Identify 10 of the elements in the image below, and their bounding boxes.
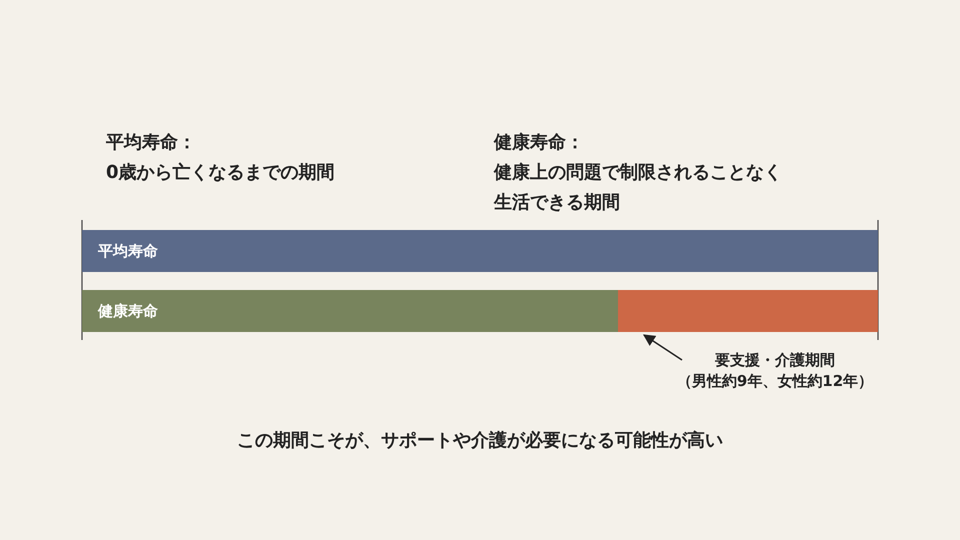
conclusion-text: この期間こそが、サポートや介護が必要になる可能性が高い [236,429,724,452]
definition-text: 0歳から亡くなるまでの期間 [106,161,336,185]
arrow [643,334,682,361]
lifespan-bar: 健康寿命 [82,290,618,332]
callout-text: 要支援・介護期間 （男性約9年、女性約12年） [660,350,890,396]
definition-text: 健康上の問題で制限されることなく生活できる期間 [494,161,783,215]
care-period-bar [618,290,878,332]
term-heading: 平均寿命： [106,131,197,155]
lifespan-bar: 平均寿命 [82,230,878,272]
term-heading: 健康寿命： [494,131,585,155]
